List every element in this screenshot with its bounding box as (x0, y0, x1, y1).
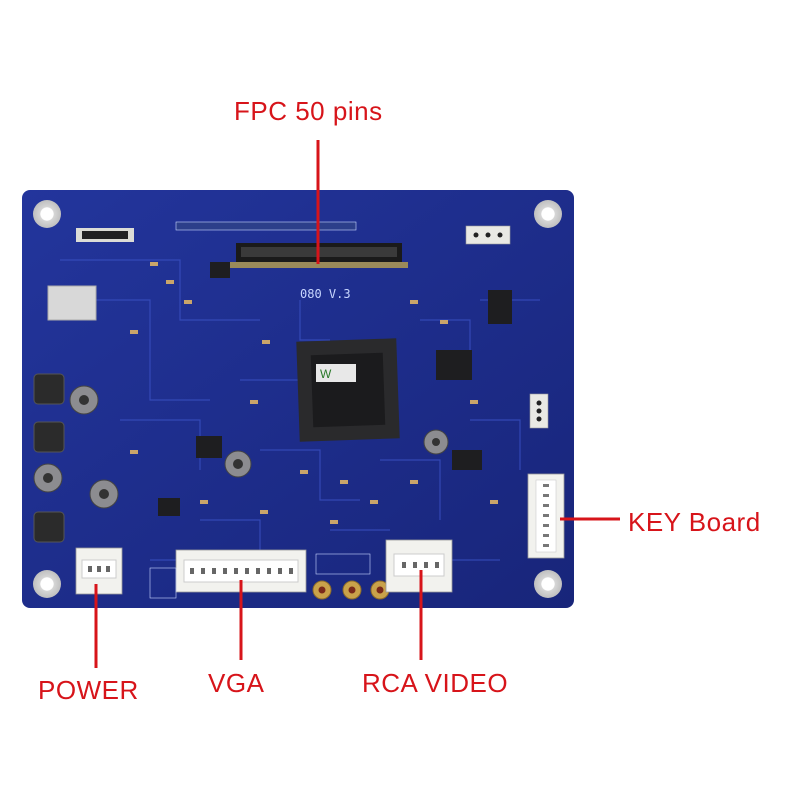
electrolytic-capacitors (33, 385, 449, 509)
keyboard-connector (527, 473, 565, 559)
pointer-lines (94, 140, 620, 668)
smd-components (130, 262, 498, 524)
secondary-ics (158, 262, 512, 516)
rca-video-label: RCA VIDEO (362, 668, 509, 698)
rca-pads (312, 553, 390, 600)
power-label: POWER (38, 675, 139, 705)
inductors (33, 373, 65, 543)
vga-label: VGA (208, 668, 265, 698)
right-header (529, 393, 549, 429)
board-marking: 080 V.3 (300, 287, 351, 301)
power-connector (75, 547, 123, 595)
mounting-holes (33, 200, 562, 598)
main-controller-chip: W (296, 338, 400, 442)
key-board-label: KEY Board (628, 507, 761, 537)
fpc-50-pins-label: FPC 50 pins (234, 96, 383, 126)
rca-video-connector (385, 539, 453, 593)
top-left-header (76, 228, 134, 242)
top-right-header (465, 225, 511, 245)
svg-text:W: W (320, 367, 332, 381)
crystal (47, 285, 97, 321)
